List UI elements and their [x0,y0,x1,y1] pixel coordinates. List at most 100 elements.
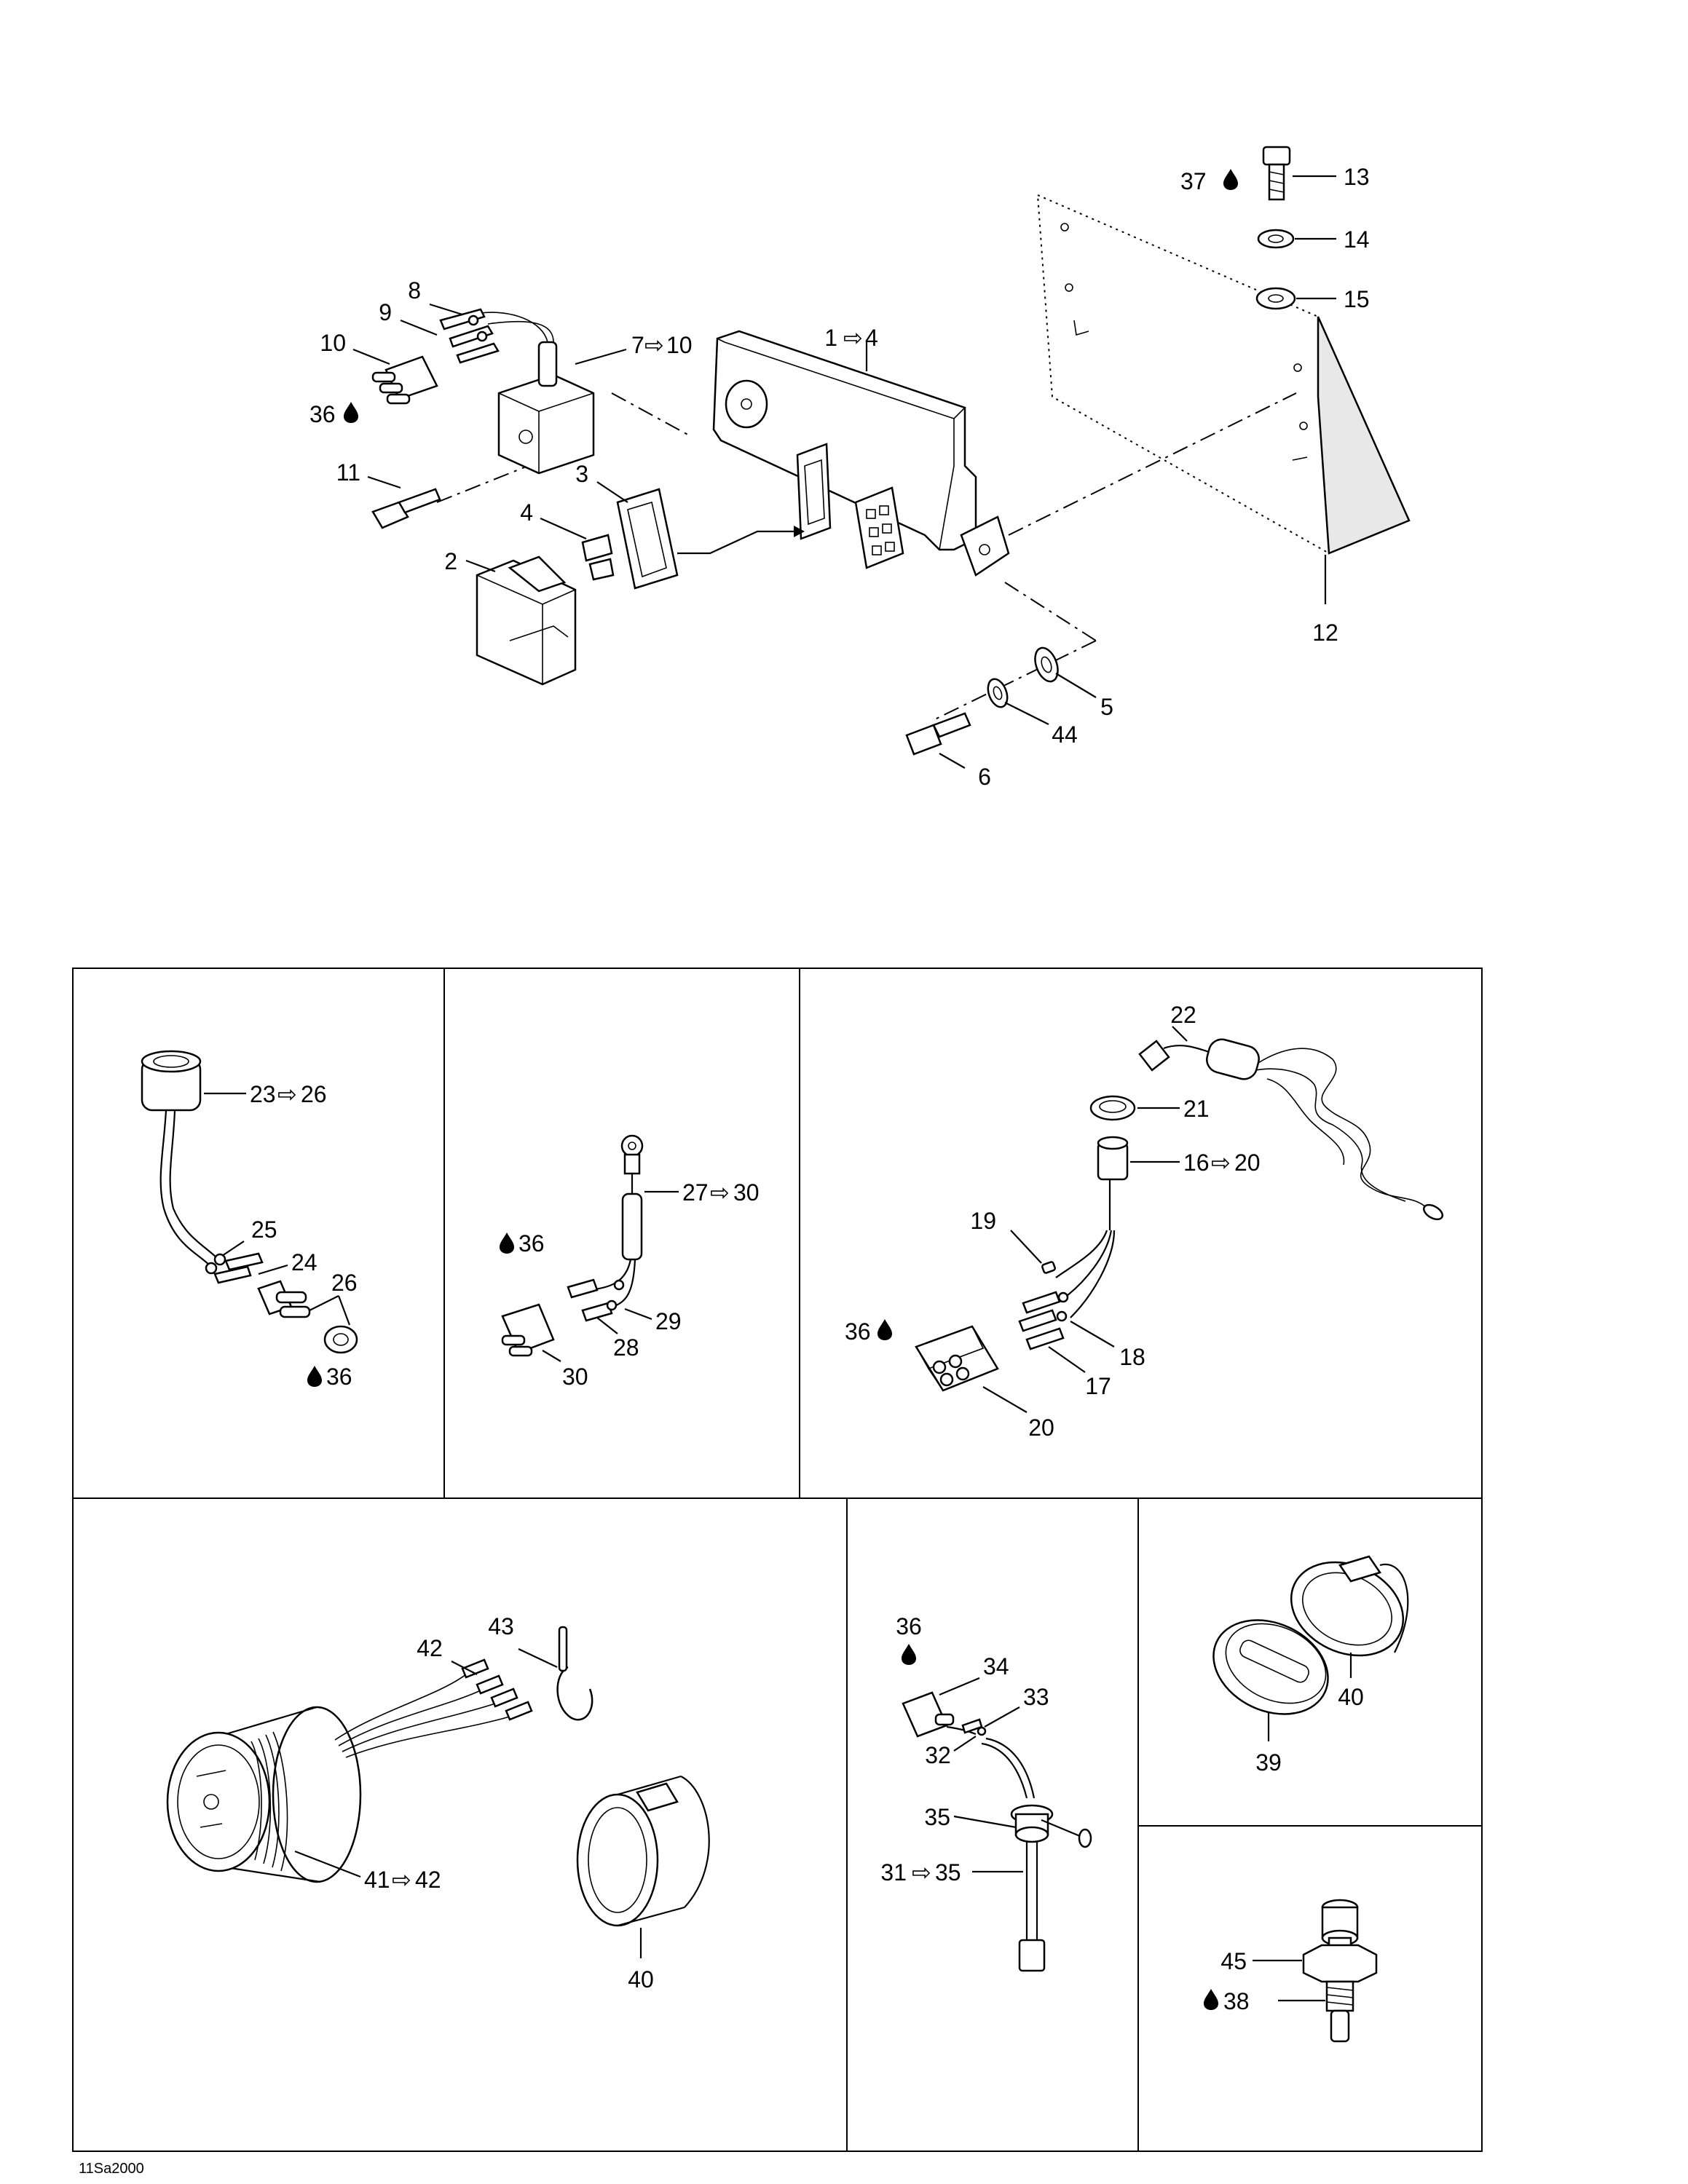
screw-11-part [371,488,441,529]
callout-8: 8 [408,277,421,304]
callout-32: 32 [925,1742,951,1768]
lock-washer-14-part [1257,229,1295,249]
drop-icon [902,1644,916,1665]
panel-gauge: 41 ⇨ 42 42 43 40 [166,1613,710,1993]
cap-39 [1212,1619,1329,1715]
drop-icon [877,1319,892,1340]
callout-36: 36 [518,1230,545,1257]
callout-36: 36 [326,1364,352,1390]
bezel-40-right [1290,1555,1409,1657]
housing-10-part [371,355,438,405]
callout-5: 5 [1100,694,1113,720]
panel-lanyard: 22 21 16 ⇨ 20 19 18 17 20 36 [845,1002,1444,1441]
callout-37: 37 [1180,168,1207,194]
callout-12: 12 [1312,620,1338,646]
callout-42: 42 [417,1635,443,1661]
panel-sensor-27: 27 ⇨ 30 36 29 28 30 [500,1134,760,1390]
callout-21: 21 [1183,1096,1210,1122]
callout-11: 11 [336,459,360,486]
range-arrow-icon: ⇨ [392,1867,411,1893]
callout-20: 20 [1028,1415,1054,1441]
callout-36: 36 [845,1318,871,1345]
range-arrow-icon: ⇨ [277,1081,297,1107]
callout-17: 17 [1085,1373,1111,1399]
panel-grid [72,968,1483,2152]
callout-29: 29 [655,1308,682,1334]
callout-3: 3 [575,461,588,487]
callout-16: 16 [1183,1150,1210,1176]
drop-icon [1204,1989,1218,2010]
drop-icon [500,1233,514,1254]
callout-15: 15 [1344,286,1370,312]
callout-40: 40 [1338,1684,1364,1710]
bolt-13-part [1262,146,1291,201]
callout-14: 14 [1344,226,1370,253]
drop-icon [307,1366,322,1387]
callout-24: 24 [291,1249,318,1275]
callout-41: 41 [364,1867,390,1893]
callout-26: 26 [331,1270,358,1296]
panel-temp-sensor: 45 38 [1204,1899,1378,2043]
callout-27-to: 30 [733,1179,760,1206]
drop-icon [1223,169,1238,190]
callout-23: 23 [250,1081,276,1107]
callout-16-to: 20 [1234,1150,1261,1176]
callout-7-to: 10 [666,332,693,358]
callout-13: 13 [1344,164,1370,190]
diagram-reference-code: 11Sa2000 [79,2161,144,2177]
holder-2-part [476,555,577,686]
callout-30: 30 [562,1364,588,1390]
bolt-6-part [905,712,971,756]
drop-icon [344,402,358,423]
callout-35: 35 [924,1804,950,1830]
washer-5-part [1034,646,1059,683]
callout-34: 34 [983,1653,1009,1679]
callout-38: 38 [1223,1988,1250,2014]
callout-33: 33 [1023,1684,1049,1710]
callout-44: 44 [1052,721,1078,748]
callout-9: 9 [379,299,392,325]
terminals-8-9-part [439,308,500,364]
panel-fuel-sender: 36 34 33 32 35 31 ⇨ 35 [880,1613,1092,1972]
callout-6: 6 [978,764,991,790]
callout-36: 36 [309,401,336,427]
callout-28: 28 [613,1334,639,1361]
lock-washer-44-part [987,678,1009,708]
range-arrow-icon: ⇨ [1211,1150,1231,1176]
callout-31-to: 35 [935,1859,961,1886]
callout-31: 31 [880,1859,907,1886]
callout-10: 10 [320,330,346,356]
callout-19: 19 [970,1208,996,1234]
callout-1: 1 [824,325,837,351]
callout-25: 25 [251,1216,277,1243]
range-arrow-icon: ⇨ [710,1179,730,1206]
callout-43: 43 [488,1613,514,1639]
callout-39: 39 [1255,1749,1282,1776]
callout-22: 22 [1170,1002,1196,1028]
fuse-4-part [581,534,615,581]
callout-2: 2 [444,548,457,574]
control-module-part [712,330,1010,577]
callout-23-to: 26 [301,1081,327,1107]
callout-40: 40 [628,1966,654,1993]
range-arrow-icon: ⇨ [912,1859,931,1886]
callout-36: 36 [896,1613,922,1639]
mounting-plate-part [1036,194,1411,555]
callout-18: 18 [1119,1344,1145,1370]
top-assembly: 12 13 37 14 15 [309,146,1411,790]
callout-1-to: 4 [865,325,878,351]
callout-45: 45 [1220,1948,1247,1974]
range-arrow-icon: ⇨ [644,332,664,358]
range-arrow-icon: ⇨ [843,325,863,351]
callout-27: 27 [682,1179,709,1206]
callout-41-to: 42 [415,1867,441,1893]
panel-cap: 39 40 [1212,1555,1409,1776]
bezel-40-left [576,1775,710,1927]
flat-washer-15-part [1255,287,1296,310]
callout-4: 4 [520,499,533,526]
coil-box-part [497,341,595,475]
panel-sender-23: 23 ⇨ 26 25 24 26 36 [141,1050,358,1390]
gasket-3-part [616,488,679,590]
callout-7: 7 [631,332,644,358]
